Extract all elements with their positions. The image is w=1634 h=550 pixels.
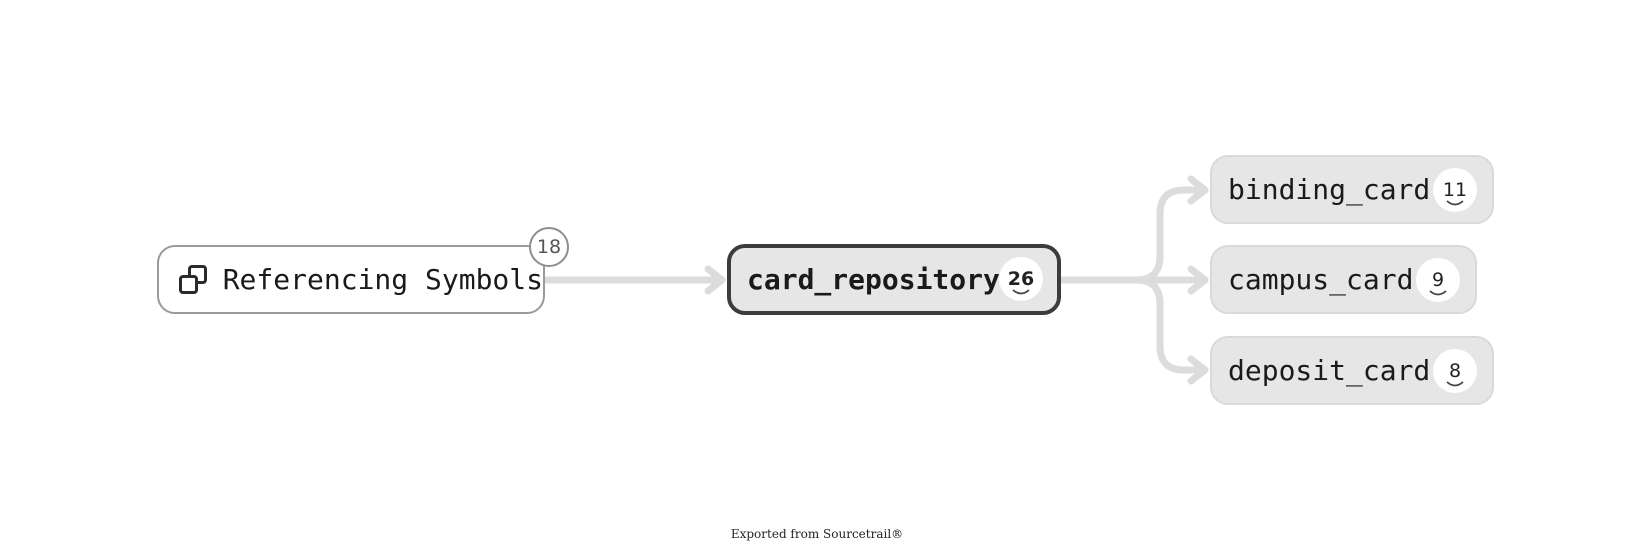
edge-arrowhead — [1187, 265, 1209, 295]
card-repository-node[interactable]: card_repository 26 — [727, 244, 1061, 315]
deposit-card-label: deposit_card — [1228, 354, 1431, 387]
chevron-down-icon — [1429, 290, 1447, 296]
referencing-count-badge: 18 — [529, 227, 569, 267]
campus-card-count-button[interactable]: 9 — [1416, 258, 1460, 302]
edge-card-repository-to-binding-card — [1057, 186, 1209, 284]
chevron-down-icon — [1446, 200, 1464, 206]
binding-card-node[interactable]: binding_card 11 — [1210, 155, 1494, 224]
binding-card-label: binding_card — [1228, 173, 1431, 206]
card-repository-label: card_repository — [747, 263, 1000, 296]
binding-card-count-button[interactable]: 11 — [1433, 168, 1477, 212]
chevron-down-icon — [1012, 289, 1030, 295]
deposit-card-count: 8 — [1448, 360, 1462, 382]
export-footer: Exported from Sourcetrail® — [730, 527, 904, 541]
referencing-symbols-label: Referencing Symbols — [222, 263, 543, 296]
edge-arrowhead — [1187, 355, 1209, 385]
card-repository-count-button[interactable]: 26 — [999, 257, 1043, 301]
campus-card-node[interactable]: campus_card 9 — [1210, 245, 1477, 314]
deposit-card-node[interactable]: deposit_card 8 — [1210, 336, 1494, 405]
chevron-down-icon — [1446, 381, 1464, 387]
edge-arrowhead — [704, 265, 726, 295]
deposit-card-count-button[interactable]: 8 — [1433, 349, 1477, 393]
card-repository-count: 26 — [1007, 268, 1035, 290]
binding-card-count: 11 — [1442, 179, 1468, 201]
edge-card-repository-to-deposit-card — [1057, 276, 1209, 374]
campus-card-label: campus_card — [1228, 263, 1414, 296]
referencing-symbols-node[interactable]: Referencing Symbols — [157, 245, 545, 314]
edge-arrowhead — [1187, 175, 1209, 205]
campus-card-count: 9 — [1431, 269, 1445, 291]
group-icon — [177, 263, 211, 297]
